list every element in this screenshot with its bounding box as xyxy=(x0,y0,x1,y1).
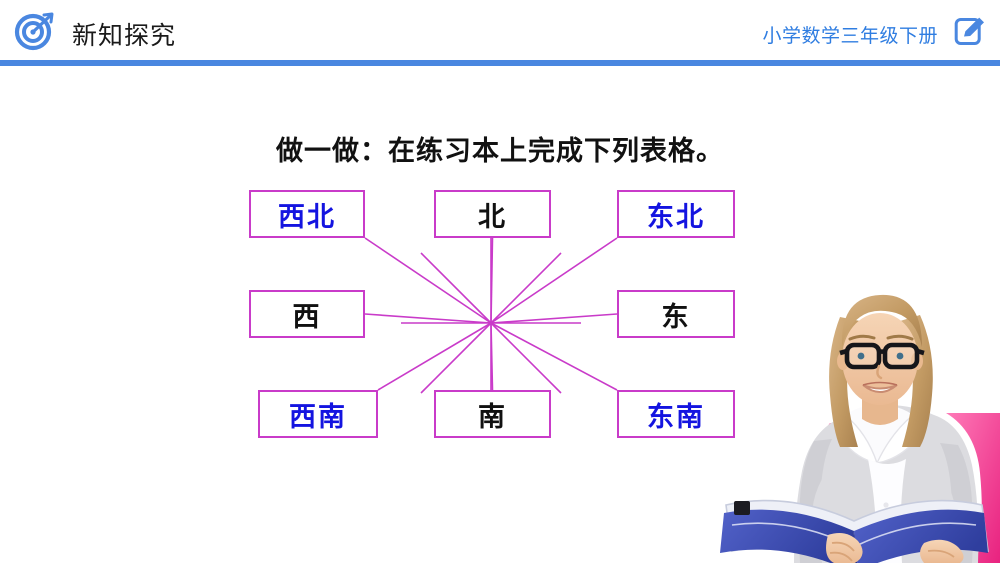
connector-northeast xyxy=(490,237,618,324)
direction-cell-label: 东北 xyxy=(647,201,705,232)
direction-cell-label: 西 xyxy=(292,301,322,332)
direction-cell-southwest[interactable]: 西南 xyxy=(258,390,378,438)
direction-cell-northwest[interactable]: 西北 xyxy=(249,190,365,238)
direction-cell-east[interactable]: 东 xyxy=(617,290,735,338)
edit-icon[interactable] xyxy=(954,13,988,47)
page-title: 新知探究 xyxy=(72,22,177,50)
center-ray-6 xyxy=(490,252,562,324)
connector-northwest xyxy=(364,237,492,324)
subject-label: 小学数学三年级下册 xyxy=(762,26,938,47)
direction-cell-southeast[interactable]: 东南 xyxy=(617,390,735,438)
direction-cell-west[interactable]: 西 xyxy=(249,290,365,338)
direction-cell-label: 北 xyxy=(478,201,507,232)
direction-cell-north[interactable]: 北 xyxy=(434,190,551,238)
connector-east xyxy=(490,313,618,324)
direction-cell-label: 西北 xyxy=(278,201,336,232)
center-ray-5 xyxy=(490,322,562,394)
direction-cell-label: 南 xyxy=(478,401,507,432)
header-divider xyxy=(0,60,1000,66)
connector-south xyxy=(490,322,494,391)
center-ray-7 xyxy=(420,322,492,394)
slide-header: 新知探究 小学数学三年级下册 xyxy=(0,0,1000,66)
target-icon xyxy=(13,9,57,53)
student-photo xyxy=(710,273,1000,563)
connector-north xyxy=(490,237,494,324)
direction-cell-south[interactable]: 南 xyxy=(434,390,551,438)
connector-southeast xyxy=(490,322,618,391)
direction-cell-label: 西南 xyxy=(289,401,347,432)
instruction-text: 做一做：在练习本上完成下列表格。 xyxy=(276,136,724,166)
center-ray-4 xyxy=(420,252,492,324)
direction-cell-label: 东南 xyxy=(647,401,705,432)
direction-cell-label: 东 xyxy=(661,301,691,332)
connector-west xyxy=(364,313,492,324)
connector-southwest xyxy=(377,322,492,391)
direction-cell-northeast[interactable]: 东北 xyxy=(617,190,735,238)
